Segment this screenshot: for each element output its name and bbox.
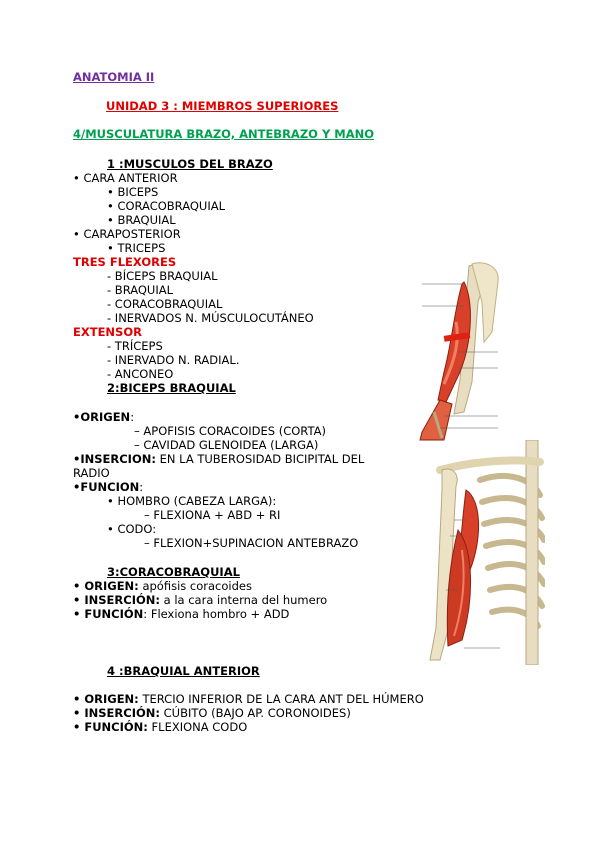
row-text: FLEXIONA CODO — [147, 720, 248, 734]
row-text: CÚBITO (BAJO AP. CORONOIDES) — [159, 706, 351, 720]
origen-label: •ORIGEN — [73, 410, 131, 424]
list-item: – FLEXIONA + ABD + RI — [144, 508, 281, 522]
list-item: • BICEPS — [107, 185, 159, 199]
row-text: : Flexiona hombro + ADD — [143, 607, 290, 621]
flexores-heading: TRES FLEXORES — [73, 255, 177, 269]
list-item: - BÍCEPS BRAQUIAL — [107, 269, 218, 283]
funcion-row: •FUNCION: — [73, 480, 143, 494]
origen-colon: : — [130, 410, 135, 424]
row-text: a la cara interna del humero — [159, 593, 328, 607]
list-item: – FLEXION+SUPINACION ANTEBRAZO — [144, 536, 359, 550]
insercion-text-cont: RADIO — [73, 466, 110, 480]
list-item: - INERVADOS N. MÚSCULOCUTÁNEO — [107, 311, 314, 325]
list-item: • CODO: — [107, 522, 157, 536]
row-label: • FUNCIÓN — [73, 607, 144, 621]
biceps-illustration — [419, 262, 499, 441]
list-item: - INERVADO N. RADIAL. — [107, 353, 240, 367]
row-text: TERCIO INFERIOR DE LA CARA ANT DEL HÚMER… — [138, 692, 424, 706]
section2-title: 2:BICEPS BRAQUIAL — [107, 381, 236, 395]
list-item: – APOFISIS CORACOIDES (CORTA) — [134, 424, 326, 438]
list-item: • TRICEPS — [107, 241, 166, 255]
anterior-heading: • CARA ANTERIOR — [73, 171, 178, 185]
row-label: • ORIGEN: — [73, 579, 139, 593]
section3-row: • ORIGEN: apófisis coracoides — [73, 579, 252, 593]
list-item: - BRAQUIAL — [107, 283, 174, 297]
list-item: - TRÍCEPS — [107, 339, 163, 353]
list-item: - ANCONEO — [107, 367, 174, 381]
section3-title: 3:CORACOBRAQUIAL — [107, 565, 240, 579]
section4-title: 4 :BRAQUIAL ANTERIOR — [107, 664, 260, 678]
funcion-colon: : — [139, 480, 144, 494]
section1-title: 1 :MUSCULOS DEL BRAZO — [107, 157, 273, 171]
row-label: • INSERCIÓN: — [73, 593, 160, 607]
insercion-row: •INSERCION: EN LA TUBEROSIDAD BICIPITAL … — [73, 452, 364, 466]
extensor-heading: EXTENSOR — [73, 325, 142, 339]
unit-title: UNIDAD 3 : MIEMBROS SUPERIORES — [106, 99, 339, 113]
origen-row: •ORIGEN: — [73, 410, 134, 424]
insercion-text: EN LA TUBEROSIDAD BICIPITAL DEL — [155, 452, 365, 466]
coracobrachial-illustration — [429, 440, 545, 665]
list-item: – CAVIDAD GLENOIDEA (LARGA) — [134, 438, 319, 452]
funcion-label: •FUNCION — [73, 480, 140, 494]
section4-row: • ORIGEN: TERCIO INFERIOR DE LA CARA ANT… — [73, 692, 424, 706]
section4-row: • INSERCIÓN: CÚBITO (BAJO AP. CORONOIDES… — [73, 706, 351, 720]
row-label: • ORIGEN: — [73, 692, 139, 706]
insercion-label: •INSERCION: — [73, 452, 156, 466]
posterior-heading: • CARAPOSTERIOR — [73, 227, 181, 241]
row-label: • INSERCIÓN: — [73, 706, 160, 720]
section4-row: • FUNCIÓN: FLEXIONA CODO — [73, 720, 247, 734]
list-item: • CORACOBRAQUIAL — [107, 199, 226, 213]
row-label: • FUNCIÓN: — [73, 720, 148, 734]
topic-title: 4/MUSCULATURA BRAZO, ANTEBRAZO Y MANO — [73, 127, 375, 141]
section3-row: • FUNCIÓN: Flexiona hombro + ADD — [73, 607, 289, 621]
section3-row: • INSERCIÓN: a la cara interna del humer… — [73, 593, 327, 607]
row-text: apófisis coracoides — [138, 579, 252, 593]
course-title: ANATOMIA II — [73, 70, 155, 84]
list-item: • HOMBRO (CABEZA LARGA): — [107, 494, 277, 508]
list-item: • BRAQUIAL — [107, 213, 176, 227]
list-item: - CORACOBRAQUIAL — [107, 297, 223, 311]
